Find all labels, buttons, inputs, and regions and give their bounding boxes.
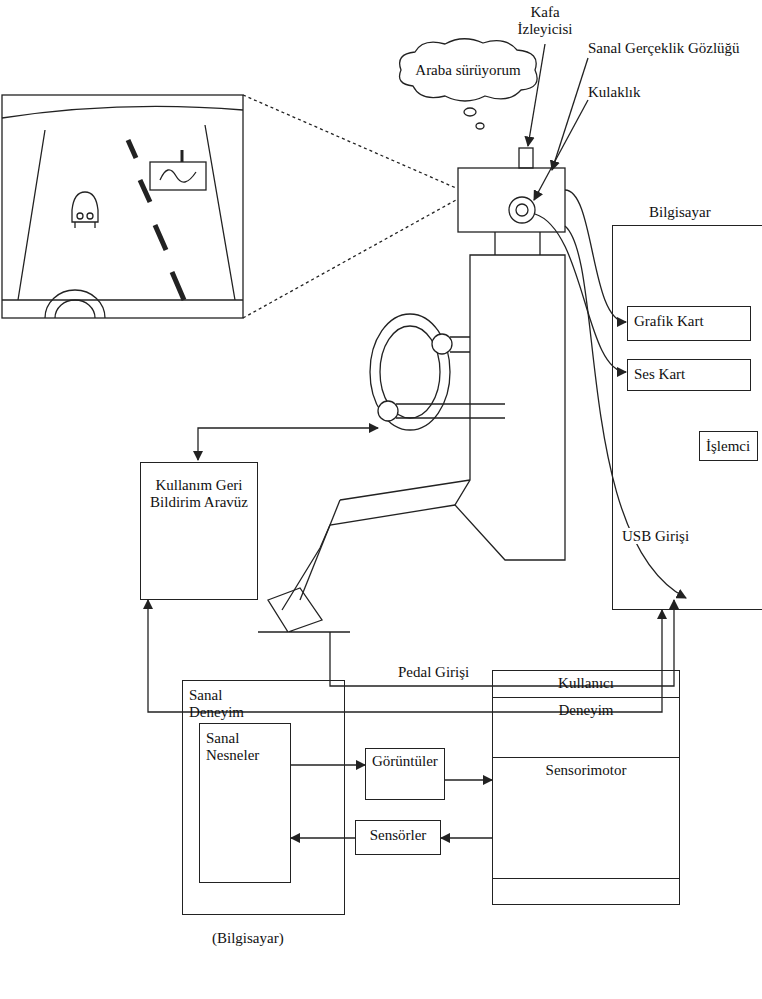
torso xyxy=(455,255,565,560)
thought-bubble xyxy=(476,123,484,129)
box-label: Kullanıcı xyxy=(558,675,614,692)
box-label: Grafik Kart xyxy=(634,313,704,330)
connector-arrow xyxy=(148,600,662,712)
earphone-inner xyxy=(516,204,528,216)
box-label: Deneyim xyxy=(559,702,614,719)
thought-cloud: Araba sürüyorum xyxy=(393,38,543,102)
car-light xyxy=(77,213,83,219)
scene-wheel xyxy=(45,290,105,318)
box-label: İşlemci xyxy=(706,438,750,455)
label-holder: Kulaklık xyxy=(588,84,641,101)
sensorimotor-band: Sensorimotor xyxy=(493,757,679,879)
leader-line xyxy=(552,58,588,170)
box-label: Kullanım Geri Bildirim Aravüz xyxy=(149,477,249,512)
label-holder: Sanal Gerçeklik Gözlüğü xyxy=(588,40,740,57)
hand xyxy=(378,401,398,421)
steering-wheel xyxy=(370,314,450,430)
box-label: Sanal Deneyim xyxy=(189,687,259,722)
box-label: Sensörler xyxy=(370,827,427,844)
dashboard-line xyxy=(2,299,243,300)
images-box: Görüntüler xyxy=(365,748,445,800)
mirror-mount xyxy=(181,150,184,162)
part-name: Kafa İzleyicisi xyxy=(518,4,573,37)
sensors-box: Sensörler xyxy=(355,820,441,855)
feedback-interface-box: Kullanım Geri Bildirim Aravüz xyxy=(140,462,258,600)
thought-bubble xyxy=(464,108,476,116)
head-tracker xyxy=(519,148,533,168)
experience-band: Deneyim xyxy=(493,697,679,757)
computer-box: BilgisayarGrafik KartSes Kartİşlemci xyxy=(612,225,762,610)
scene-frame xyxy=(2,95,243,318)
wheel-feedback-wire xyxy=(198,428,378,460)
car-wheels xyxy=(75,222,95,228)
pedal xyxy=(258,588,350,632)
car-light xyxy=(87,213,93,219)
shin xyxy=(300,500,340,600)
mirror-wave xyxy=(160,170,196,182)
label-holder: Pedal Girişi xyxy=(398,664,469,681)
port-name: USB Girişi xyxy=(622,528,689,544)
windshield-line xyxy=(2,106,243,118)
box-label: Görüntüler xyxy=(372,753,438,770)
connector-arrow xyxy=(291,837,355,838)
label-holder: (Bilgisayar) xyxy=(212,930,284,947)
part-name: Kulaklık xyxy=(588,84,641,100)
caption-label: (Bilgisayar) xyxy=(212,930,284,946)
lane-marks xyxy=(128,140,184,300)
car-body xyxy=(72,192,98,222)
leader-line xyxy=(534,100,588,200)
pedal-wire xyxy=(330,600,674,686)
label-holder: Kafa İzleyicisi xyxy=(508,4,582,39)
lower-arm xyxy=(396,404,505,418)
card-box: Ses Kart xyxy=(627,359,751,391)
connector-arrow xyxy=(445,779,492,780)
virtual-experience-box: Sanal DeneyimSanal Nesneler xyxy=(182,680,345,915)
port-name: Pedal Girişi xyxy=(398,664,469,680)
road-edge xyxy=(18,125,235,300)
box-label: Sensorimotor xyxy=(546,762,627,779)
box-heading: Bilgisayar xyxy=(649,204,711,221)
neck xyxy=(495,232,540,255)
label-holder: USB Girişi xyxy=(622,528,689,545)
connector-arrow xyxy=(441,837,492,838)
part-name: Sanal Gerçeklik Gözlüğü xyxy=(588,40,740,56)
box-label: Ses Kart xyxy=(634,366,685,383)
user-box: KullanıcıDeneyimSensorimotor xyxy=(492,670,680,905)
upper-arm xyxy=(450,337,470,352)
box-label: Araba sürüyorum xyxy=(415,62,520,79)
connector-arrow xyxy=(291,764,365,765)
processor-box: İşlemci xyxy=(699,431,758,461)
mirror xyxy=(150,162,206,190)
hand xyxy=(432,334,452,354)
earphone xyxy=(509,197,535,223)
box-label: Sanal Nesneler xyxy=(206,730,266,765)
video-cable xyxy=(565,190,626,322)
view-lines xyxy=(243,95,456,318)
virtual-objects-box: Sanal Nesneler xyxy=(199,723,291,883)
legs xyxy=(282,480,470,610)
card-box: Grafik Kart xyxy=(627,306,751,341)
